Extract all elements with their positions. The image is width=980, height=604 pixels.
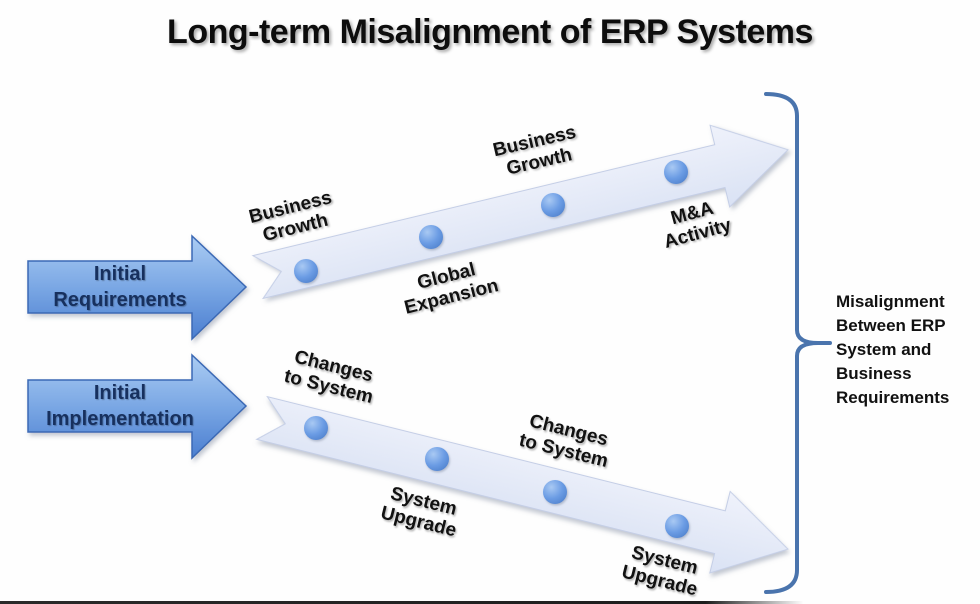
misalignment-brace [764, 92, 832, 594]
bottom-milestone-dots [304, 416, 689, 538]
milestone-dot [664, 160, 688, 184]
system-change-arrow [255, 395, 789, 574]
milestone-dot [294, 259, 318, 283]
slide-title: Long-term Misalignment of ERP Systems [167, 13, 813, 51]
milestone-dot [304, 416, 328, 440]
milestone-dot [665, 514, 689, 538]
milestone-dot [419, 225, 443, 249]
requirements-growth-arrow [251, 124, 789, 300]
milestone-dot [541, 193, 565, 217]
initial-requirements-arrow [27, 234, 248, 341]
milestone-dot [543, 480, 567, 504]
initial-implementation-arrow [27, 353, 248, 460]
initial-implementation-label: Initial Implementation [46, 382, 194, 430]
top-milestone-dots [294, 160, 688, 283]
bottom-edge-bar [0, 601, 980, 604]
initial-requirements-label: Initial Requirements [53, 263, 187, 311]
milestone-dot [425, 447, 449, 471]
misalignment-annotation: Misalignment Between ERP System and Busi… [836, 292, 950, 407]
